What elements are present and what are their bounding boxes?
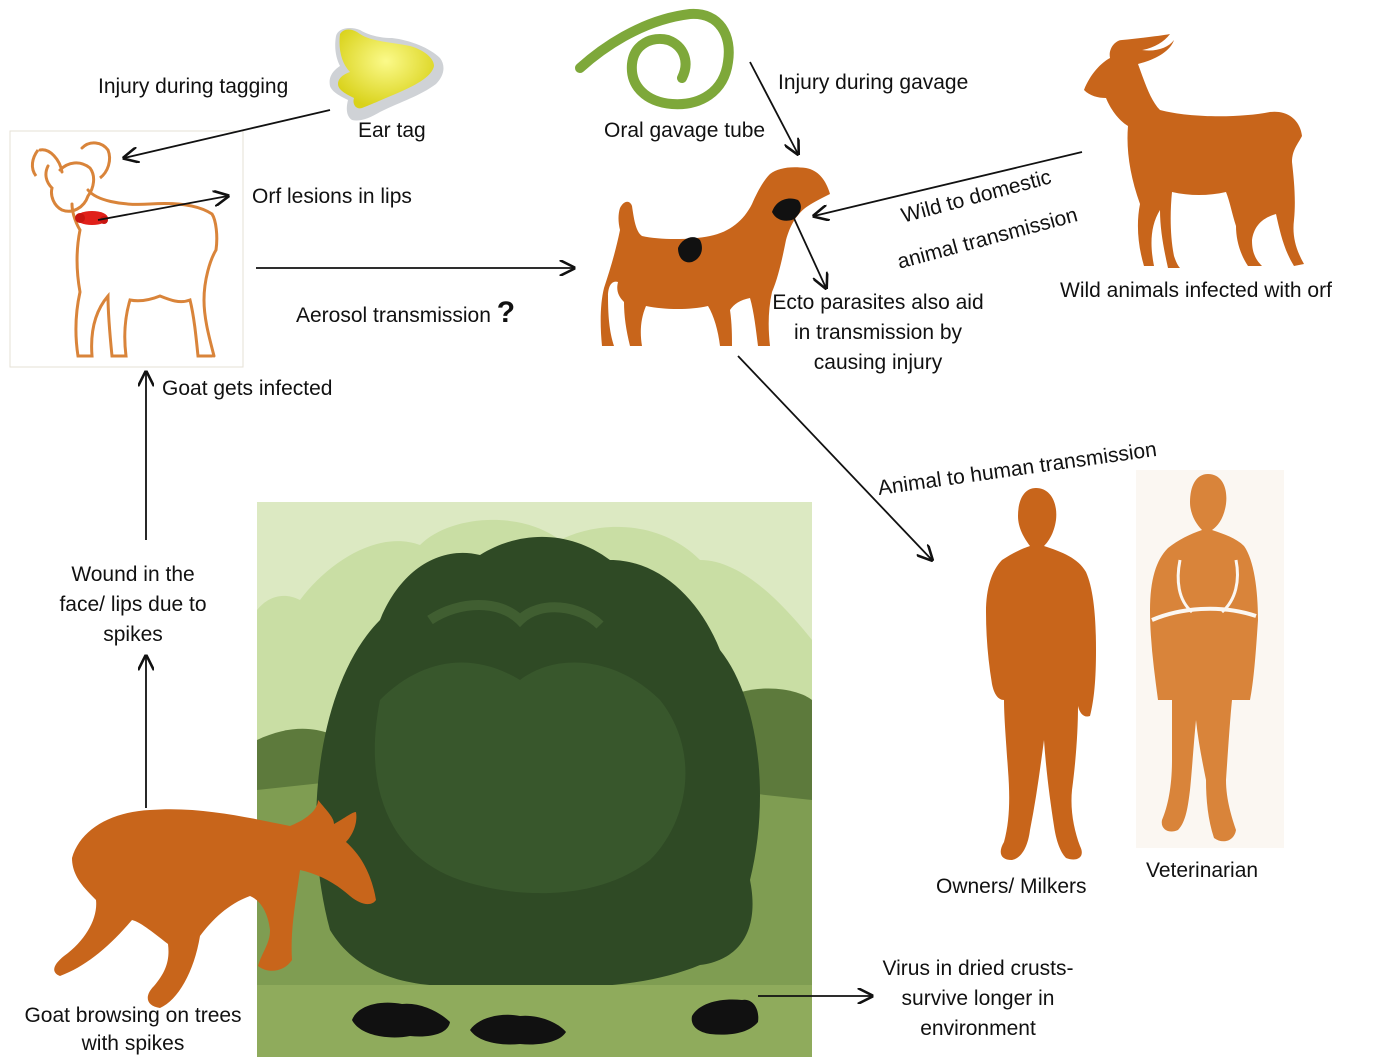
- label-browsing-2: with spikes: [10, 1030, 256, 1058]
- label-browsing: Goat browsing on trees with spikes: [10, 1002, 256, 1058]
- label-virus-2: survive longer in: [862, 984, 1094, 1014]
- label-wound-1: Wound in the: [42, 560, 224, 590]
- label-browsing-1: Goat browsing on trees: [10, 1002, 256, 1030]
- label-virus: Virus in dried crusts- survive longer in…: [862, 954, 1094, 1044]
- label-ecto-3: causing injury: [758, 348, 998, 378]
- label-virus-3: environment: [862, 1014, 1094, 1044]
- label-virus-1: Virus in dried crusts-: [862, 954, 1094, 984]
- label-ecto: Ecto parasites also aid in transmission …: [758, 288, 998, 378]
- label-aerosol-text: Aerosol transmission: [296, 304, 491, 327]
- goat-outline-drawing: [10, 131, 243, 367]
- label-wild-animals: Wild animals infected with orf: [1060, 276, 1332, 306]
- label-ear-tag: Ear tag: [358, 116, 426, 146]
- arrow-ectoparasite: [792, 214, 826, 288]
- veterinarian-drawing: [1136, 470, 1284, 848]
- tree-photo: [257, 502, 812, 1057]
- label-ecto-2: in transmission by: [758, 318, 998, 348]
- label-wound: Wound in the face/ lips due to spikes: [42, 560, 224, 650]
- label-veterinarian: Veterinarian: [1146, 856, 1258, 886]
- wild-deer-silhouette: [1084, 34, 1304, 268]
- label-aerosol: Aerosol transmission ?: [296, 298, 515, 331]
- label-owners: Owners/ Milkers: [936, 872, 1087, 902]
- label-oral-gavage-tube: Oral gavage tube: [604, 116, 765, 146]
- label-injury-gavage: Injury during gavage: [778, 68, 968, 98]
- label-ecto-1: Ecto parasites also aid: [758, 288, 998, 318]
- label-orf-lesions: Orf lesions in lips: [252, 182, 412, 212]
- question-mark: ?: [497, 296, 515, 329]
- ear-tag-image: [330, 28, 444, 121]
- label-wound-3: spikes: [42, 620, 224, 650]
- label-goat-infected: Goat gets infected: [162, 374, 332, 404]
- gavage-tube-image: [580, 14, 729, 104]
- owner-silhouette: [986, 488, 1096, 860]
- label-wound-2: face/ lips due to: [42, 590, 224, 620]
- label-injury-tagging: Injury during tagging: [98, 72, 288, 102]
